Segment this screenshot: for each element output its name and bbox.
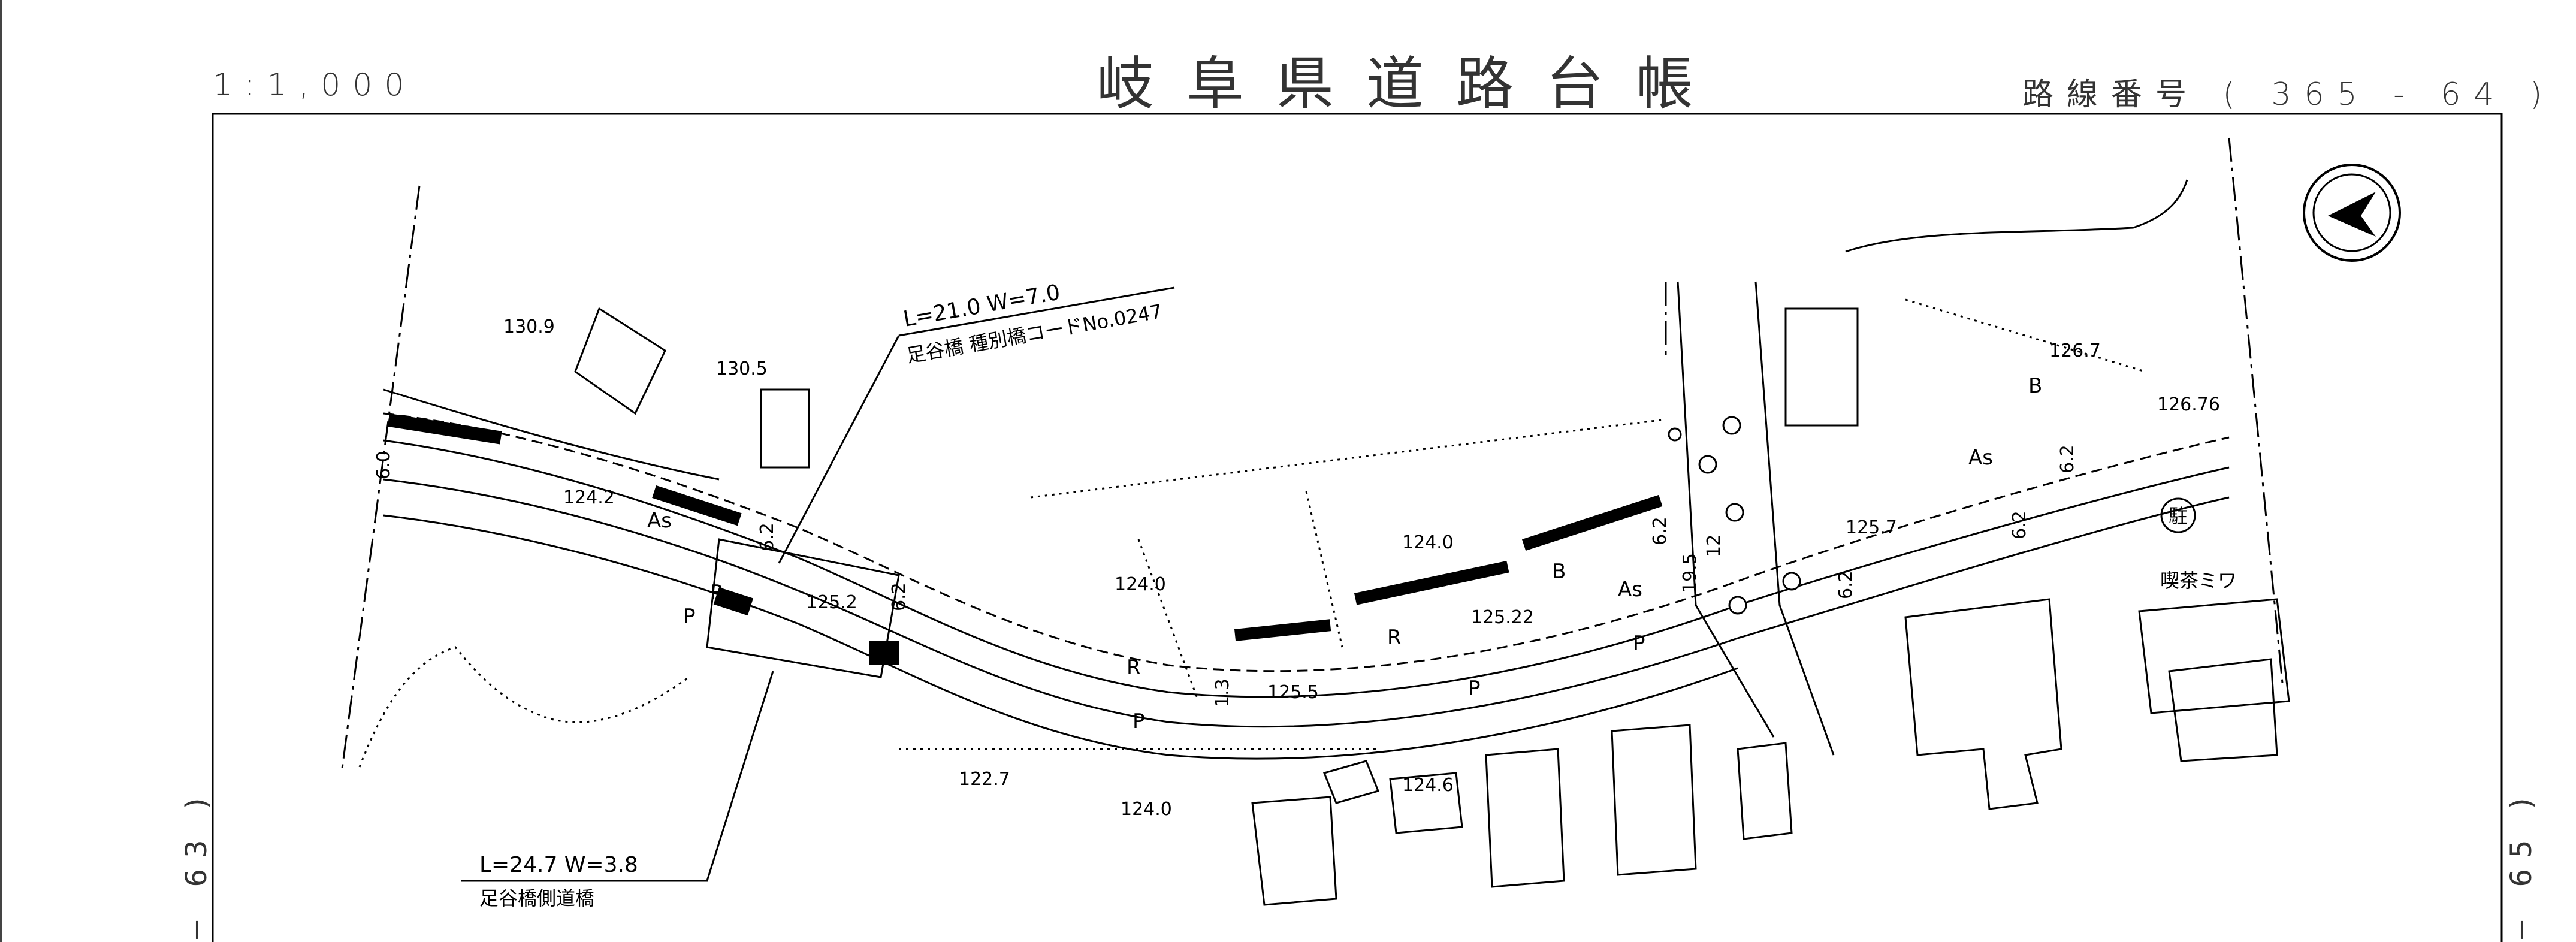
utility-pole-icon — [1668, 427, 1682, 442]
building — [1322, 760, 1380, 804]
building — [574, 307, 666, 415]
wall-hatch — [652, 485, 742, 526]
width-label: 6.2 — [1835, 570, 1856, 599]
road-code-label: As — [647, 509, 672, 533]
parking-marker: 駐 — [2160, 497, 2196, 533]
boundary-line — [340, 185, 421, 774]
elevation-label: 126.7 — [2049, 340, 2101, 361]
elevation-label: 124.0 — [1402, 532, 1454, 553]
north-arrow-icon — [2303, 164, 2401, 262]
parcel-boundary — [1137, 539, 1200, 702]
wall-hatch — [713, 587, 754, 616]
road-code-label: P — [1468, 677, 1481, 701]
road-centerline — [383, 412, 2230, 672]
parking-label: 駐 — [2169, 505, 2188, 527]
scale-label: 1:1,000 — [213, 67, 416, 103]
building — [2138, 598, 2290, 714]
north-bank-edge — [383, 388, 720, 481]
road-code-label: As — [1618, 578, 1642, 602]
sheet-left-edge — [0, 0, 2, 942]
building — [1389, 772, 1463, 834]
next-sheet-ref: − 65 ) — [2505, 787, 2538, 942]
wall-hatch — [1522, 494, 1663, 551]
page-title: 岐阜県道路台帳 — [1097, 50, 1726, 117]
wall-hatch — [869, 641, 899, 665]
road-code-label: R — [710, 581, 724, 605]
width-label: 6.2 — [2057, 445, 2078, 473]
width-label: 12 — [1704, 535, 1725, 557]
parcel-outline — [1845, 179, 2188, 253]
wall-hatch — [1354, 560, 1509, 605]
elevation-label: 124.0 — [1121, 799, 1172, 820]
road-code-label: As — [1968, 446, 1993, 470]
elevation-label: 130.5 — [716, 358, 768, 379]
elevation-label: 124.0 — [1115, 574, 1166, 595]
cross-street-left-edge — [1677, 281, 1775, 738]
width-label: 6.2 — [2009, 511, 2030, 539]
road-code-label: B — [2028, 374, 2042, 398]
road-code-label: R — [1387, 626, 1402, 650]
cafe-label: 喫茶ミワ — [2160, 569, 2237, 592]
bridge-main-leader — [898, 286, 1175, 337]
manhole-icon — [1698, 455, 1717, 474]
elevation-label: 122.7 — [959, 769, 1010, 790]
elevation-label: 125.7 — [1846, 517, 1897, 538]
bridge-main-leader-diag — [778, 335, 900, 564]
building — [1485, 748, 1565, 888]
parcel-boundary — [1305, 491, 1343, 648]
wall-hatch — [387, 413, 502, 445]
road-code-label: B — [1552, 560, 1566, 584]
parcel-boundary — [1030, 418, 1666, 499]
elevation-label: 126.76 — [2157, 394, 2220, 415]
elevation-label: 125.5 — [1267, 682, 1319, 703]
road-edge-lower — [383, 478, 2230, 728]
manhole-icon — [1728, 596, 1747, 615]
building — [1611, 724, 1697, 876]
width-label: 6.2 — [757, 523, 778, 551]
bridge-side-dimensions: L=24.7 W=3.8 — [479, 853, 638, 877]
road-code-label: P — [1633, 632, 1645, 656]
elevation-label: 124.2 — [563, 487, 615, 508]
elevation-label: 124.6 — [1402, 775, 1454, 796]
elevation-label: 125.2 — [806, 592, 857, 613]
road-code-label: R — [1127, 656, 1141, 680]
manhole-icon — [1782, 572, 1801, 591]
road-shoulder — [383, 514, 1738, 760]
bridge-side-leader — [461, 671, 774, 882]
building — [760, 388, 810, 469]
map-frame — [212, 113, 2503, 942]
building — [1251, 796, 1337, 906]
building — [1784, 307, 1859, 427]
previous-sheet-ref: − 63 ) — [180, 787, 213, 942]
width-label: 6.2 — [1650, 517, 1671, 545]
road-edge-upper — [383, 439, 2230, 698]
building — [1737, 742, 1793, 840]
building — [1904, 598, 2062, 810]
river-bank — [358, 646, 690, 768]
bridge-side-name: 足谷橋側道橋 — [479, 887, 594, 910]
cross-street-right-edge — [1754, 281, 1835, 756]
route-number: 路線番号 ( 365 - 64 ) — [2022, 77, 2556, 113]
width-label: 6.2 — [889, 582, 910, 611]
wall-hatch — [1234, 619, 1331, 641]
parcel-boundary — [1905, 298, 2146, 373]
width-label: 19.5 — [1680, 553, 1701, 593]
manhole-icon — [1725, 503, 1744, 522]
boundary-line — [2228, 137, 2284, 690]
width-label: 1.3 — [1212, 678, 1233, 707]
elevation-label: 125.22 — [1471, 607, 1534, 628]
manhole-icon — [1722, 416, 1741, 435]
road-code-label: P — [1133, 709, 1145, 733]
width-label: 6.0 — [373, 451, 394, 479]
building — [2168, 658, 2278, 762]
bridge-deck — [706, 538, 900, 678]
road-code-label: P — [683, 605, 696, 629]
elevation-label: 130.9 — [503, 316, 555, 337]
